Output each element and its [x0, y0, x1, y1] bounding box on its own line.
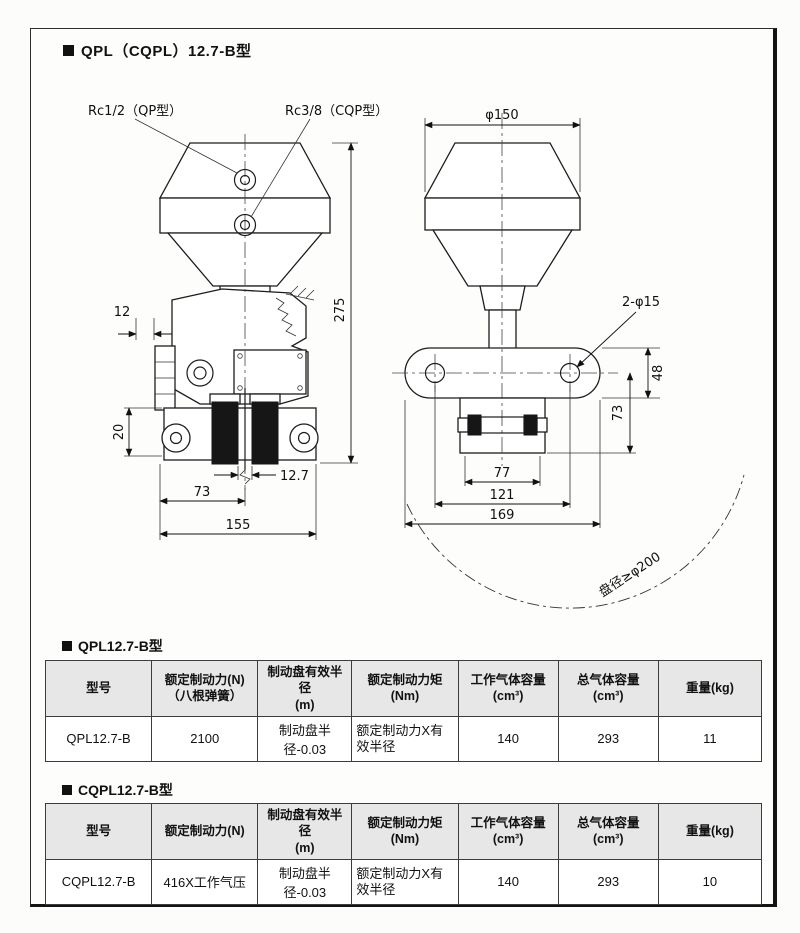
cell-weight: 11 [657, 715, 763, 762]
dim-12-7: 12.7 [280, 469, 309, 484]
bell-dome [423, 142, 582, 199]
mount-hole-right [559, 362, 581, 384]
dim-77: 77 [494, 466, 511, 481]
bolt-tab-right [536, 417, 548, 433]
dim-73-left: 73 [194, 485, 211, 500]
dim-73-right: 73 [611, 405, 626, 422]
table2-data-row: CQPL12.7-B 416X工作气压 制动盘半径-0.03 额定制动力X有效半… [44, 858, 763, 905]
col-braking-torque: 额定制动力矩 (Nm) [351, 660, 459, 717]
center-bolt [480, 416, 525, 434]
disc-arc [406, 474, 745, 609]
black-square-icon [62, 785, 72, 795]
col-effective-radius: 制动盘有效半径 (m) [257, 660, 353, 717]
cell-effective-radius: 制动盘半径-0.03 [257, 715, 353, 762]
page-title: QPL（CQPL）12.7-B型 [63, 40, 252, 61]
cell-model: CQPL12.7-B [44, 858, 153, 905]
cell-rated-force: 416X工作气压 [151, 858, 259, 905]
spec-table-cqpl: 型号 额定制动力(N) 制动盘有效半径 (m) 额定制动力矩 (Nm) 工作气体… [44, 803, 763, 905]
brake-pad-right [251, 401, 279, 465]
cell-model: QPL12.7-B [44, 715, 153, 762]
cell-braking-torque: 额定制动力X有效半径 [351, 858, 459, 905]
dim-12: 12 [114, 305, 131, 320]
cell-braking-torque: 额定制动力X有效半径 [351, 715, 459, 762]
table2-title-text: CQPL12.7-B型 [78, 782, 173, 798]
table1-header-row: 型号 额定制动力(N) （八根弹簧） 制动盘有效半径 (m) 额定制动力矩 (N… [44, 660, 763, 717]
cell-working-gas-volume: 140 [457, 858, 559, 905]
col-weight: 重量(kg) [657, 803, 763, 860]
bell-band [424, 197, 581, 231]
col-working-gas-volume: 工作气体容量 (cm³) [457, 803, 559, 860]
col-weight: 重量(kg) [657, 660, 763, 717]
stem [488, 309, 517, 351]
port-qp [233, 168, 257, 192]
col-effective-radius: 制动盘有效半径 (m) [257, 803, 353, 860]
col-model: 型号 [44, 803, 153, 860]
col-total-gas-volume: 总气体容量 (cm³) [557, 803, 659, 860]
table2-header-row: 型号 额定制动力(N) 制动盘有效半径 (m) 额定制动力矩 (Nm) 工作气体… [44, 803, 763, 860]
col-rated-force: 额定制动力(N) [151, 803, 259, 860]
cell-total-gas-volume: 293 [557, 715, 659, 762]
col-working-gas-volume: 工作气体容量 (cm³) [457, 660, 559, 717]
cell-weight: 10 [657, 858, 763, 905]
front-pad-right [523, 414, 538, 436]
table2-title: CQPL12.7-B型 [62, 780, 173, 800]
dim-169: 169 [490, 508, 515, 523]
front-pad-left [467, 414, 482, 436]
drawing-details [155, 168, 745, 609]
clamp-lug-left [161, 423, 191, 453]
clamp-lug-right [289, 423, 319, 453]
page-title-text: QPL（CQPL）12.7-B型 [81, 43, 252, 60]
air-chamber-skirt [166, 232, 324, 287]
dim-155: 155 [226, 518, 251, 533]
disc-diameter-note: 盘径≥φ200 [596, 549, 664, 601]
port-cqp [233, 213, 257, 237]
label-rc38: Rc3/8（CQP型） [285, 104, 388, 119]
table1-data-row: QPL12.7-B 2100 制动盘半径-0.03 额定制动力X有效半径 140… [44, 715, 763, 762]
dim-275: 275 [333, 298, 348, 323]
black-square-icon [62, 641, 72, 651]
label-rc12: Rc1/2（QP型） [88, 104, 182, 119]
brake-pad-left [211, 401, 239, 465]
col-model: 型号 [44, 660, 153, 717]
table1-title: QPL12.7-B型 [62, 636, 163, 656]
table1-title-text: QPL12.7-B型 [78, 638, 163, 654]
dim-phi150: φ150 [485, 108, 518, 123]
spring [275, 297, 297, 337]
right-view [404, 142, 601, 454]
col-rated-force: 额定制动力(N) （八根弹簧） [151, 660, 259, 717]
bell-neck [479, 285, 526, 311]
cell-total-gas-volume: 293 [557, 858, 659, 905]
cell-rated-force: 2100 [151, 715, 259, 762]
bracket-plate [233, 349, 307, 395]
bell-skirt [431, 229, 574, 287]
pivot-hole [186, 359, 214, 387]
col-total-gas-volume: 总气体容量 (cm³) [557, 660, 659, 717]
technical-drawing: Rc1/2（QP型） Rc3/8（CQP型） 275 12 20 [88, 104, 745, 609]
dim-20: 20 [112, 424, 127, 441]
bolt-tab-left [457, 417, 469, 433]
dim-2-phi15: 2-φ15 [622, 295, 660, 310]
mount-hole-left [424, 362, 446, 384]
spec-table-qpl: 型号 额定制动力(N) （八根弹簧） 制动盘有效半径 (m) 额定制动力矩 (N… [44, 660, 763, 762]
cell-working-gas-volume: 140 [457, 715, 559, 762]
black-square-icon [63, 45, 74, 56]
dim-121: 121 [490, 488, 515, 503]
dim-48: 48 [651, 365, 666, 382]
col-braking-torque: 额定制动力矩 (Nm) [351, 803, 459, 860]
cell-effective-radius: 制动盘半径-0.03 [257, 858, 353, 905]
